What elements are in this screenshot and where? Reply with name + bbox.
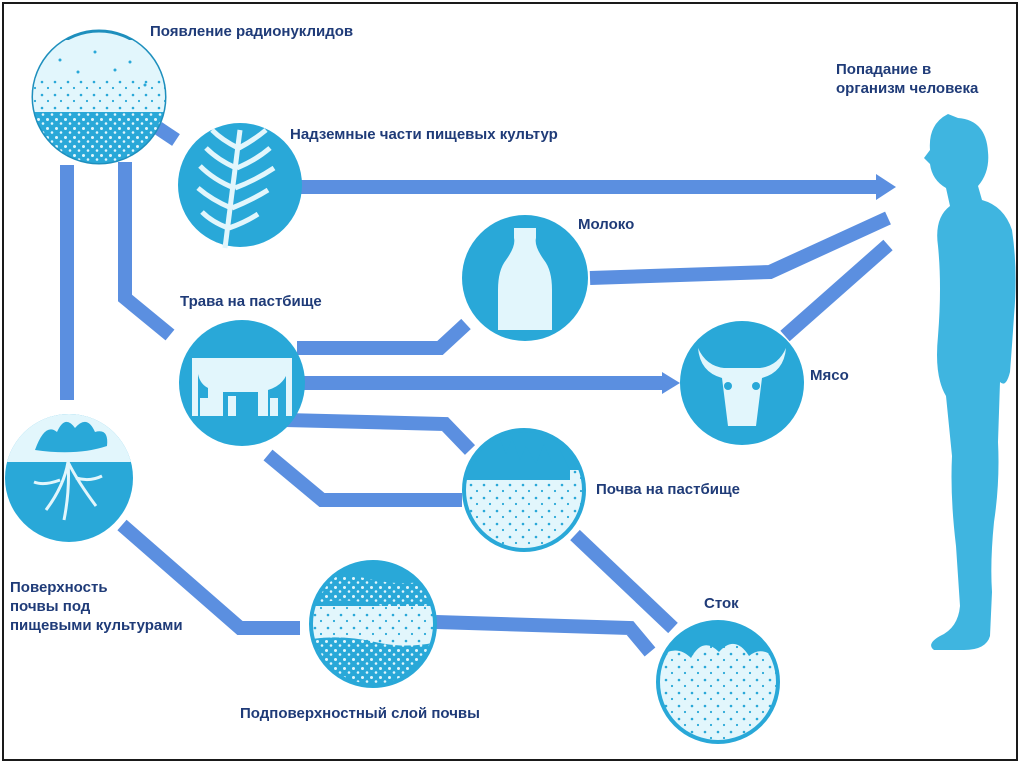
radioactive-particles-icon <box>33 40 165 163</box>
label-crops: Надземные части пищевых культур <box>290 126 558 143</box>
label-human-line-1: Попадание в <box>836 61 932 78</box>
node-crop-soil-surface <box>5 414 133 542</box>
label-milk: Молоко <box>578 216 635 233</box>
label-human-line-2: организм человека <box>836 80 979 97</box>
milk-bottle-icon <box>498 228 552 330</box>
node-pasture-soil <box>462 428 586 552</box>
arrow-meat-to-human <box>780 239 893 342</box>
label-human: Попадание в организм человека <box>836 60 978 98</box>
label-runoff: Сток <box>704 595 739 612</box>
arrow-grass-to-soil-lower <box>263 449 462 507</box>
cow-head-icon <box>698 348 786 426</box>
label-crop-soil-surface-line-3: пищевыми культурами <box>10 617 183 634</box>
node-milk <box>462 215 588 341</box>
node-meat <box>680 321 804 445</box>
human-silhouette-icon <box>924 114 1016 650</box>
arrow-radionuclides-to-grass <box>118 162 175 341</box>
arrow-crop-soil-to-subsurface <box>117 519 300 635</box>
arrow-subsurface-to-runoff <box>435 615 656 657</box>
node-radionuclides <box>31 29 167 165</box>
label-pasture-grass: Трава на пастбище <box>180 293 322 310</box>
node-human <box>924 114 1016 650</box>
label-crop-soil-surface-line-1: Поверхность <box>10 579 108 596</box>
label-radionuclides: Появление радионуклидов <box>150 23 354 40</box>
label-crop-soil-surface: Поверхность почвы под пищевыми культурам… <box>10 578 183 635</box>
water-runoff-icon <box>658 644 778 742</box>
node-crops <box>178 123 302 249</box>
arrowhead-crops-to-human <box>876 174 896 200</box>
label-meat: Мясо <box>810 367 849 384</box>
arrow-grass-to-milk <box>297 318 471 355</box>
arrowhead-grass-to-meat <box>662 372 680 394</box>
arrow-heads <box>662 174 896 394</box>
cow-grazing-icon <box>192 358 292 416</box>
node-pasture-grass <box>179 320 305 446</box>
arrow-pasture-soil-to-runoff <box>570 529 678 634</box>
pathway-arrows <box>60 122 893 657</box>
wheat-icon <box>196 128 276 249</box>
label-pasture-soil: Почва на пастбище <box>596 481 740 498</box>
node-subsurface-soil <box>309 560 437 688</box>
label-crop-soil-surface-line-2: почвы под <box>10 598 91 615</box>
arrow-radionuclides-to-crops <box>154 122 180 146</box>
node-runoff <box>656 620 780 744</box>
arrow-milk-to-human <box>589 211 891 285</box>
label-subsurface: Подповерхностный слой почвы <box>240 705 480 722</box>
arrow-grass-to-pasture-soil <box>284 413 476 455</box>
